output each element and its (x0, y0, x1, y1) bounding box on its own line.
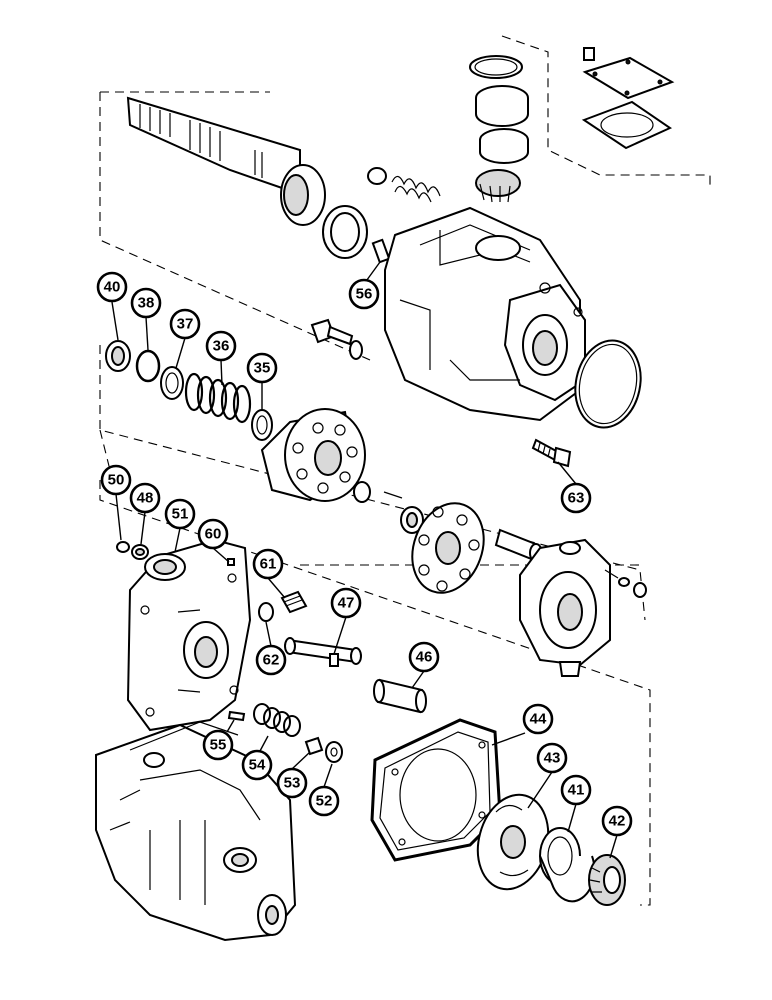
retainer-53 (304, 736, 324, 756)
pin-56 (371, 238, 391, 264)
callout-36: 36 (205, 330, 237, 362)
o-ring-50 (116, 541, 130, 553)
callout-label: 35 (254, 360, 271, 377)
spring-plug (367, 167, 441, 203)
washer-35 (251, 409, 273, 441)
cover-plate (582, 47, 675, 100)
callout-54: 54 (241, 749, 273, 781)
input-shaft (126, 96, 301, 190)
callout-label: 38 (138, 295, 155, 312)
callout-label: 55 (210, 737, 227, 754)
swash-pins (618, 577, 647, 598)
callout-48: 48 (129, 482, 161, 514)
housing-o-ring (574, 339, 642, 429)
plug-61 (280, 590, 308, 614)
callout-label: 40 (104, 279, 121, 296)
callout-label: 60 (205, 526, 222, 543)
pin-55 (227, 710, 246, 722)
callout-46: 46 (408, 641, 440, 673)
pin-46 (373, 678, 427, 714)
pump-housing (384, 206, 586, 422)
callout-41: 41 (560, 774, 592, 806)
callout-label: 56 (356, 286, 373, 303)
callout-37: 37 (169, 308, 201, 340)
swash-plate (519, 538, 619, 677)
callouts: 56 40 38 37 36 35 63 50 48 51 60 61 47 4… (96, 271, 633, 837)
callout-47: 47 (330, 587, 362, 619)
callout-label: 61 (260, 556, 277, 573)
spring-36 (184, 372, 252, 424)
callout-55: 55 (202, 729, 234, 761)
callout-label: 50 (108, 472, 125, 489)
small-needle-bearing (400, 506, 424, 534)
callout-label: 48 (137, 490, 154, 507)
callout-label: 54 (249, 757, 266, 774)
cylinder-block (260, 408, 366, 502)
callout-label: 46 (416, 649, 433, 666)
callout-label: 51 (172, 506, 189, 523)
callout-label: 37 (177, 316, 194, 333)
callout-56: 56 (348, 278, 380, 310)
callout-label: 52 (316, 793, 333, 810)
snap-ring-38 (135, 349, 161, 383)
callout-label: 43 (544, 750, 561, 767)
callout-61: 61 (252, 548, 284, 580)
callout-51: 51 (164, 498, 196, 530)
shaft-bearing (280, 164, 326, 226)
callout-38: 38 (130, 287, 162, 319)
callout-62: 62 (255, 644, 287, 676)
callout-53: 53 (276, 767, 308, 799)
callout-35: 35 (246, 352, 278, 384)
callout-63: 63 (560, 482, 592, 514)
callout-label: 36 (213, 338, 230, 355)
shaft-47 (284, 637, 362, 667)
gasket-44 (370, 718, 502, 862)
callout-label: 53 (284, 775, 301, 792)
top-bearing-race (479, 128, 529, 164)
top-taper-bearing (475, 169, 521, 203)
callout-40: 40 (96, 271, 128, 303)
spring-54 (253, 703, 301, 737)
callout-label: 47 (338, 595, 355, 612)
washer-52 (325, 741, 343, 763)
retainer-plate (411, 502, 485, 594)
leader-lines (111, 261, 618, 859)
callout-60: 60 (197, 518, 229, 550)
callout-44: 44 (522, 703, 554, 735)
o-ring-62 (258, 602, 274, 622)
callout-label: 63 (568, 490, 585, 507)
callout-42: 42 (601, 805, 633, 837)
housing-bolt (310, 318, 363, 360)
end-cover-51 (126, 538, 252, 732)
top-o-ring (469, 55, 523, 79)
top-bearing-cup (475, 85, 529, 127)
block-pins (353, 481, 403, 503)
callout-label: 62 (263, 652, 280, 669)
bearing-cup (322, 205, 368, 259)
cover-gasket (581, 100, 673, 150)
callout-52: 52 (308, 785, 340, 817)
bearing-42 (588, 854, 626, 906)
callout-label: 41 (568, 782, 585, 799)
port-plate-43 (476, 793, 550, 891)
bearing-cup-41 (539, 827, 596, 903)
callout-label: 42 (609, 813, 626, 830)
fitting-48 (131, 544, 149, 560)
bolt-63 (531, 438, 572, 468)
washer-37 (160, 366, 184, 400)
seal-40 (105, 340, 131, 372)
callout-43: 43 (536, 742, 568, 774)
callout-50: 50 (100, 464, 132, 496)
callout-label: 44 (530, 711, 547, 728)
